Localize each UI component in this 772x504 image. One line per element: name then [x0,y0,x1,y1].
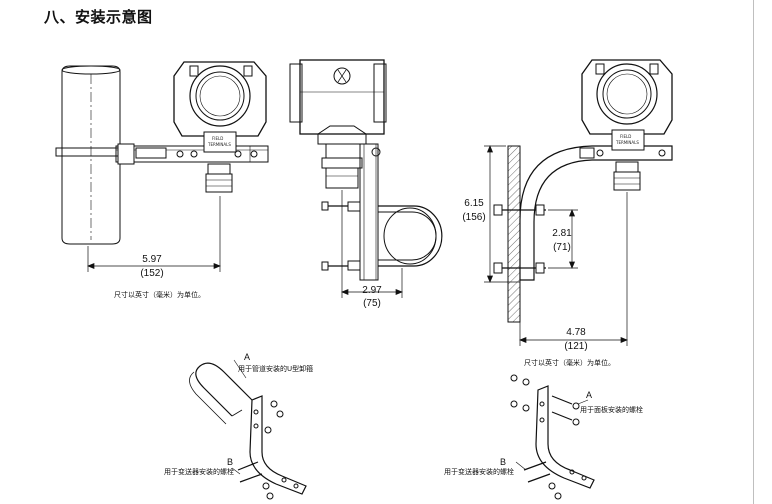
unit-note-left: 尺寸以英寸（毫米）为单位。 [114,290,205,299]
side-housing [289,59,387,145]
right-label-a: A [586,390,592,400]
side-sensor [321,143,363,189]
unit-note-right: 尺寸以英寸（毫米）为单位。 [524,358,615,367]
panel-bolts [493,204,546,274]
right-label-b-text: 用于变送器安装的螺栓 [444,467,514,476]
panel-terminal-label-2: TERMINALS [615,140,639,145]
figure-side-view: 2.97 (75) [289,59,443,309]
side-bracket [359,143,381,281]
dimension-5-97 [87,196,221,272]
dimension-4-78 [519,192,628,346]
left-label-b-text: 用于变送器安装的螺栓 [164,467,234,476]
figure-panel-mount: FIELD TERMINALS 6.15 (156) [462,59,673,367]
pipe [61,65,121,245]
l-bracket [519,145,673,281]
right-label-a-text: 用于面板安装的螺栓 [580,405,643,414]
dim-2-81-mm: (71) [553,242,571,253]
dim-5-97-in: 5.97 [142,254,162,265]
left-label-b: B [227,457,233,467]
dim-2-97-mm: (75) [363,298,381,309]
dimension-2-97 [341,190,403,298]
transmitter-housing: FIELD TERMINALS [173,61,267,193]
section-heading: 八、安装示意图 [44,8,153,26]
mount-bracket [115,143,269,165]
panel-terminal-label-1: FIELD [620,134,631,139]
panel-wall [507,145,521,323]
right-label-b: B [500,457,506,467]
left-label-a-text: 用于管道安装的U型卸箍 [238,364,313,373]
dim-6-15-in: 6.15 [464,198,484,209]
side-u-bolt [378,205,443,267]
dim-5-97-mm: (152) [140,268,163,279]
dim-2-97-in: 2.97 [362,285,382,296]
detail-panel-kit [510,374,595,500]
terminal-label-2: TERMINALS [207,142,231,147]
figure-pipe-mount: FIELD TERMINALS 5.97 (152) 尺寸以英寸（毫米）为单位。 [55,61,269,299]
page-edge-rule [753,0,754,504]
dimension-6-15 [484,145,520,283]
dimension-2-81 [548,209,578,269]
dim-6-15-mm: (156) [462,212,485,223]
dim-4-78-in: 4.78 [566,327,586,338]
dim-4-78-mm: (121) [564,341,587,352]
detail-pipe-kit [189,359,307,500]
terminal-label-1: FIELD [212,136,223,141]
panel-transmitter-housing: FIELD TERMINALS [581,59,673,191]
dim-2-81-in: 2.81 [552,228,572,239]
side-bolts [321,201,361,271]
left-label-a: A [244,352,250,362]
